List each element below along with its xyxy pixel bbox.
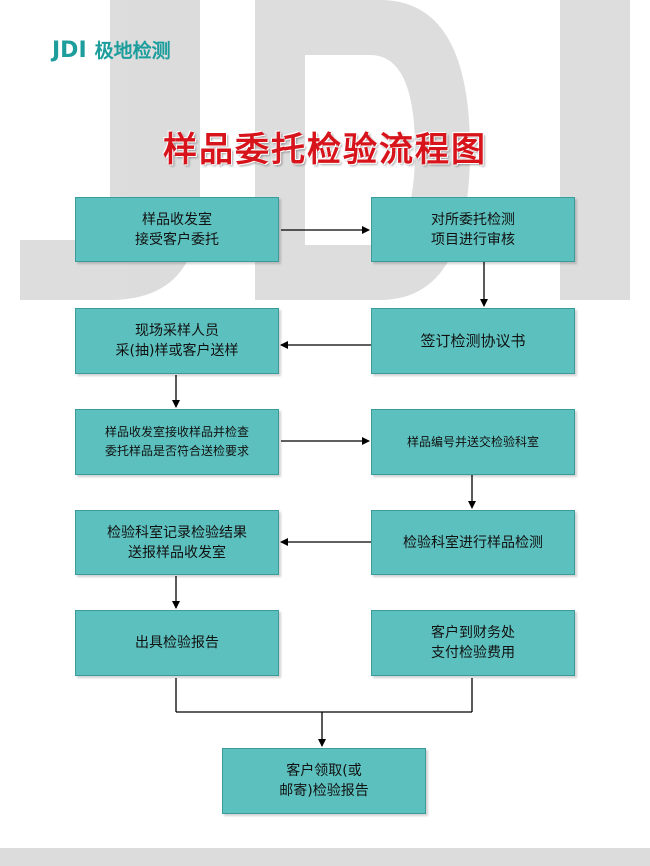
node-receive-commission: 样品收发室 接受客户委托 bbox=[75, 197, 279, 262]
page-title: 样品委托检验流程图 bbox=[163, 130, 487, 170]
footer-strip bbox=[0, 848, 650, 866]
node-lab-test: 检验科室进行样品检测 bbox=[371, 510, 575, 575]
node-sampling: 现场采样人员 采(抽)样或客户送样 bbox=[75, 308, 279, 374]
logo-mark: JDI bbox=[52, 38, 87, 63]
node-number-send: 样品编号并送交检验科室 bbox=[371, 409, 575, 475]
node-issue-report: 出具检验报告 bbox=[75, 610, 279, 676]
brand-name: 极地检测 bbox=[94, 39, 171, 62]
node-review-project: 对所委托检测 项目进行审核 bbox=[371, 197, 575, 262]
node-collect-report: 客户领取(或 邮寄)检验报告 bbox=[222, 748, 426, 814]
brand-logo: JDI 极地检测 bbox=[52, 36, 171, 66]
node-receive-check: 样品收发室接收样品并检查 委托样品是否符合送检要求 bbox=[75, 409, 279, 475]
node-record-result: 检验科室记录检验结果 送报样品收发室 bbox=[75, 510, 279, 575]
node-sign-agreement: 签订检测协议书 bbox=[371, 308, 575, 374]
node-pay-fee: 客户到财务处 支付检验费用 bbox=[371, 610, 575, 676]
